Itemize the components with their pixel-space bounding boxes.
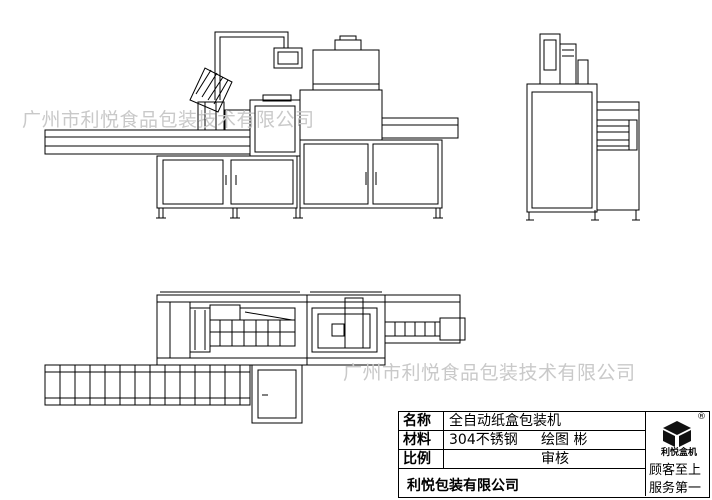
logo-text: 利悦盒机 bbox=[661, 448, 698, 458]
title-block: 名称 全自动纸盒包装机 材料 304不锈钢 绘图 彬 比例 审核 利悦包装有限公… bbox=[398, 411, 710, 498]
title-value-name: 全自动纸盒包装机 bbox=[449, 413, 561, 429]
front-view bbox=[44, 31, 459, 219]
company-name: 利悦包装有限公司 bbox=[407, 478, 519, 494]
registered-mark: ® bbox=[697, 412, 706, 422]
top-view bbox=[44, 291, 466, 424]
watermark-bottom: 广州市利悦食品包装技术有限公司 bbox=[343, 362, 636, 384]
slogan-line-2: 服务第一 bbox=[649, 481, 702, 496]
title-row-scale: 比例 审核 bbox=[399, 450, 645, 469]
title-row-material: 材料 304不锈钢 绘图 彬 bbox=[399, 431, 645, 450]
title-block-right-divider bbox=[645, 412, 646, 496]
box-logo-icon bbox=[663, 421, 691, 447]
title-block-divider bbox=[443, 412, 444, 469]
title-reviewer: 审核 bbox=[541, 451, 569, 467]
title-key-name: 名称 bbox=[403, 413, 431, 429]
slogan-line-1: 顾客至上 bbox=[649, 463, 702, 478]
title-value-material: 304不锈钢 bbox=[449, 432, 518, 448]
title-key-scale: 比例 bbox=[403, 451, 431, 467]
title-key-material: 材料 bbox=[403, 432, 431, 448]
title-drafter: 绘图 彬 bbox=[541, 432, 588, 448]
title-row-name: 名称 全自动纸盒包装机 bbox=[399, 412, 645, 431]
watermark-top: 广州市利悦食品包装技术有限公司 bbox=[22, 109, 315, 131]
side-view bbox=[526, 33, 640, 221]
